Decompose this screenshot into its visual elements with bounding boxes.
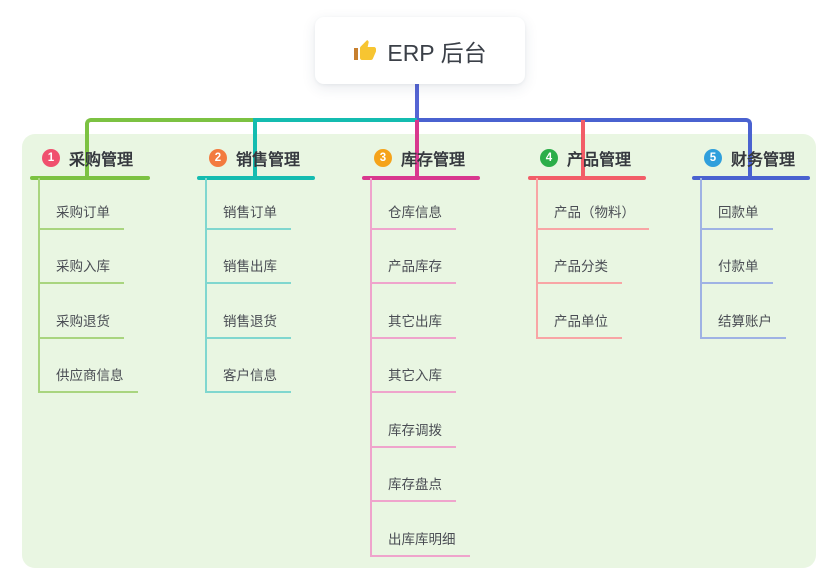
child-node-label: 库存盘点: [388, 477, 442, 492]
child-node-label: 库存调拨: [388, 422, 442, 438]
branch-1: 1 采购管理采购订单采购入库采购退货供应商信息: [30, 145, 200, 393]
branch-number-badge: 3: [374, 149, 392, 167]
child-node[interactable]: 采购订单: [38, 175, 124, 230]
child-node-label: 付款单: [718, 259, 759, 274]
child-node[interactable]: 产品单位: [536, 284, 622, 339]
branch-title: 采购管理: [69, 152, 134, 169]
child-node[interactable]: 库存盘点: [370, 448, 456, 502]
connector-line: [415, 120, 419, 176]
child-node[interactable]: 产品分类: [536, 230, 622, 284]
child-node-label: 销售出库: [223, 259, 277, 274]
branch-spine-line: [205, 178, 207, 393]
child-node-label: 产品单位: [554, 313, 608, 329]
child-node-label: 采购退货: [56, 313, 110, 329]
branch-number-badge: 2: [209, 149, 227, 167]
child-node-label: 回款单: [718, 204, 759, 220]
branch-children: 仓库信息产品库存其它出库其它入库库存调拨库存盘点出库库明细: [370, 175, 470, 557]
child-node[interactable]: 客户信息: [205, 339, 291, 393]
child-node[interactable]: 付款单: [700, 230, 773, 284]
child-node[interactable]: 结算账户: [700, 284, 786, 339]
branch-underline: [692, 176, 810, 180]
branch-spine-line: [370, 178, 372, 557]
branch-spine-line: [38, 178, 40, 393]
child-node-label: 结算账户: [718, 313, 772, 329]
child-node[interactable]: 仓库信息: [370, 175, 456, 230]
branch-spine-line: [536, 178, 538, 339]
root-node[interactable]: ERP 后台: [315, 17, 525, 84]
branch-title: 产品管理: [567, 152, 632, 169]
child-node-label: 供应商信息: [56, 368, 124, 383]
child-node[interactable]: 销售订单: [205, 175, 291, 230]
child-node-label: 客户信息: [223, 368, 277, 383]
child-node[interactable]: 产品库存: [370, 230, 456, 284]
branch-4: 4 产品管理产品（物料） 产品分类产品单位: [528, 145, 698, 339]
child-node[interactable]: 其它入库: [370, 339, 456, 393]
branch-children: 销售订单销售出库销售退货客户信息: [205, 175, 291, 393]
branch-children: 产品（物料） 产品分类产品单位: [536, 175, 649, 339]
branch-node[interactable]: 2 销售管理: [197, 145, 367, 171]
branch-node[interactable]: 1 采购管理: [30, 145, 200, 171]
branches-panel: [22, 134, 816, 568]
connector-line: [85, 118, 253, 176]
branch-underline: [528, 176, 646, 180]
connector-line: [253, 118, 417, 176]
branch-number-badge: 1: [42, 149, 60, 167]
branch-title: 销售管理: [236, 152, 301, 169]
child-node[interactable]: 库存调拨: [370, 393, 456, 448]
child-node-label: 产品（物料）: [554, 204, 635, 220]
branch-children: 回款单付款单结算账户: [700, 175, 786, 339]
child-node[interactable]: 销售退货: [205, 284, 291, 339]
branch-node[interactable]: 4 产品管理: [528, 145, 698, 171]
child-node[interactable]: 产品（物料）: [536, 175, 649, 230]
child-node-label: 产品库存: [388, 259, 442, 274]
branch-2: 2 销售管理销售订单销售出库销售退货客户信息: [197, 145, 367, 393]
child-node[interactable]: 销售出库: [205, 230, 291, 284]
branch-underline: [197, 176, 315, 180]
child-node-label: 出库库明细: [388, 531, 456, 547]
branch-spine-line: [700, 178, 702, 339]
child-node[interactable]: 供应商信息: [38, 339, 138, 393]
branch-title: 库存管理: [401, 152, 466, 169]
child-node-label: 采购订单: [56, 204, 110, 220]
thumbs-up-icon: [354, 39, 377, 60]
branch-number-badge: 4: [540, 149, 558, 167]
branch-5: 5 财务管理回款单付款单结算账户: [692, 145, 839, 339]
child-node[interactable]: 采购退货: [38, 284, 124, 339]
branch-children: 采购订单采购入库采购退货供应商信息: [38, 175, 138, 393]
child-node[interactable]: 出库库明细: [370, 502, 470, 557]
child-node-label: 其它入库: [388, 368, 442, 383]
branch-underline: [362, 176, 480, 180]
child-node-label: 采购入库: [56, 259, 110, 274]
child-node-label: 仓库信息: [388, 204, 442, 220]
child-node-label: 销售订单: [223, 204, 277, 220]
branch-node[interactable]: 3 库存管理: [362, 145, 532, 171]
child-node-label: 销售退货: [223, 313, 277, 329]
child-node[interactable]: 采购入库: [38, 230, 124, 284]
root-node-label: ERP 后台: [387, 39, 487, 66]
branch-node[interactable]: 5 财务管理: [692, 145, 839, 171]
connector-line: [581, 120, 585, 176]
child-node-label: 产品分类: [554, 259, 608, 274]
child-node[interactable]: 回款单: [700, 175, 773, 230]
child-node[interactable]: 其它出库: [370, 284, 456, 339]
child-node-label: 其它出库: [388, 313, 442, 329]
branch-3: 3 库存管理仓库信息产品库存其它出库其它入库库存调拨库存盘点出库库明细: [362, 145, 532, 557]
branch-number-badge: 5: [704, 149, 722, 167]
branch-underline: [30, 176, 150, 180]
root-stem-connector: [415, 83, 419, 122]
branch-title: 财务管理: [731, 152, 796, 169]
